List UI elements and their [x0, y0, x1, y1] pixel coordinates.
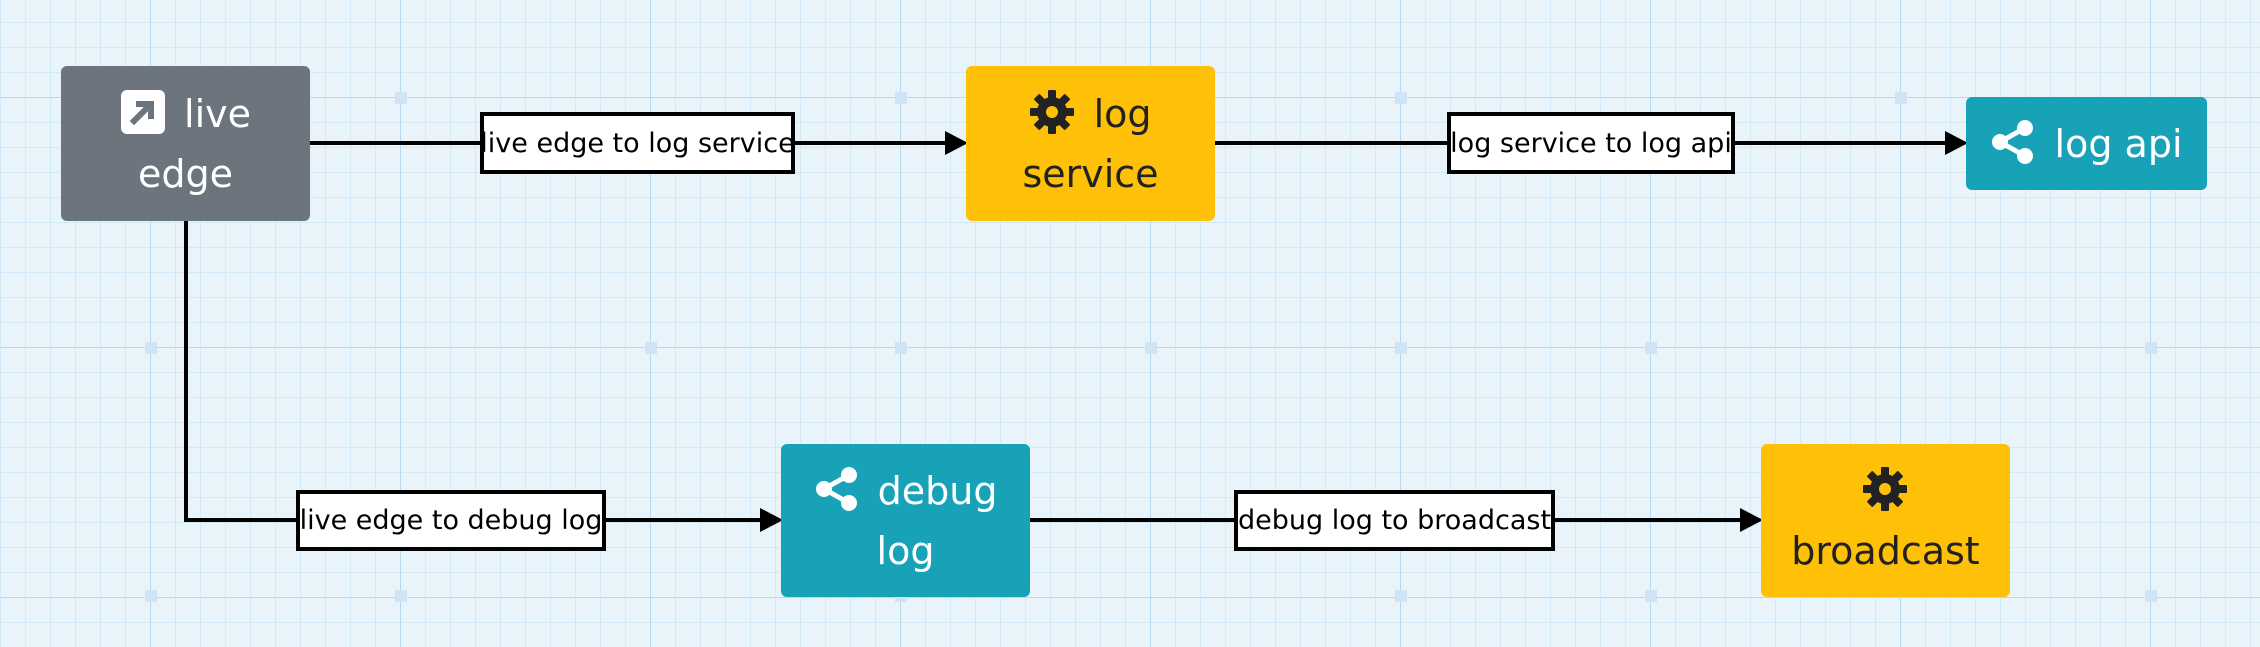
node-label-line1: live — [184, 91, 252, 136]
edge-label-live-edge-to-debug-log: live edge to debug log — [296, 490, 606, 551]
node-log-api[interactable]: log api — [1966, 97, 2207, 190]
edge-live-edge-to-debug-log[interactable] — [184, 221, 783, 532]
edge-label-log-service-to-log-api: log service to log api — [1447, 112, 1735, 174]
gear-icon — [1029, 89, 1093, 136]
external-link-icon — [120, 89, 184, 136]
node-debug-log[interactable]: debug log — [781, 444, 1030, 597]
node-label-line1: debug — [877, 468, 998, 513]
node-live-edge[interactable]: live edge — [61, 66, 310, 221]
share-icon — [814, 466, 878, 513]
node-label: broadcast — [1791, 528, 1980, 573]
edge-label-debug-log-to-broadcast: debug log to broadcast — [1234, 490, 1555, 551]
node-label-line1: log — [1093, 91, 1152, 136]
edge-label-live-edge-to-log-service: live edge to log service — [480, 112, 795, 174]
node-label-line2: edge — [137, 151, 233, 196]
node-label-line2: log — [876, 528, 935, 573]
node-log-service[interactable]: log service — [966, 66, 1215, 221]
node-label: log api — [2054, 121, 2183, 166]
node-label-line2: service — [1022, 151, 1159, 196]
node-broadcast[interactable]: broadcast — [1761, 444, 2010, 597]
share-icon — [1990, 119, 2054, 166]
gear-icon — [1862, 466, 1908, 513]
